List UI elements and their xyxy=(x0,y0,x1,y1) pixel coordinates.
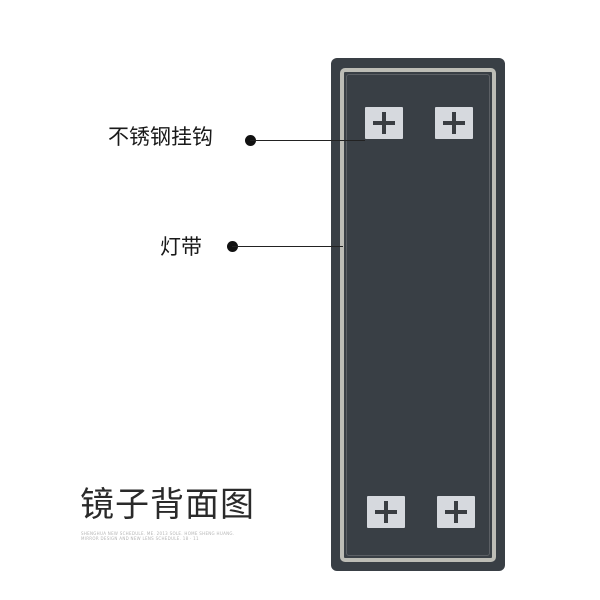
light-strip-callout-label: 灯带 xyxy=(160,235,202,259)
hook-bottom-left xyxy=(367,496,405,528)
light-strip-callout-line xyxy=(232,246,343,247)
diagram-title: 镜子背面图 xyxy=(80,485,255,525)
hook-top-left xyxy=(365,107,403,139)
light-strip-frame xyxy=(340,68,496,562)
hook-callout-line xyxy=(250,140,365,141)
diagram-subtitle: SHENGHUA NEW SCHEDULE. ME. 2013 SOLE. HO… xyxy=(81,531,235,541)
mirror-back-panel xyxy=(331,58,505,571)
hook-bottom-right xyxy=(437,496,475,528)
hook-callout-label: 不锈钢挂钩 xyxy=(108,125,213,149)
hook-top-right xyxy=(435,107,473,139)
